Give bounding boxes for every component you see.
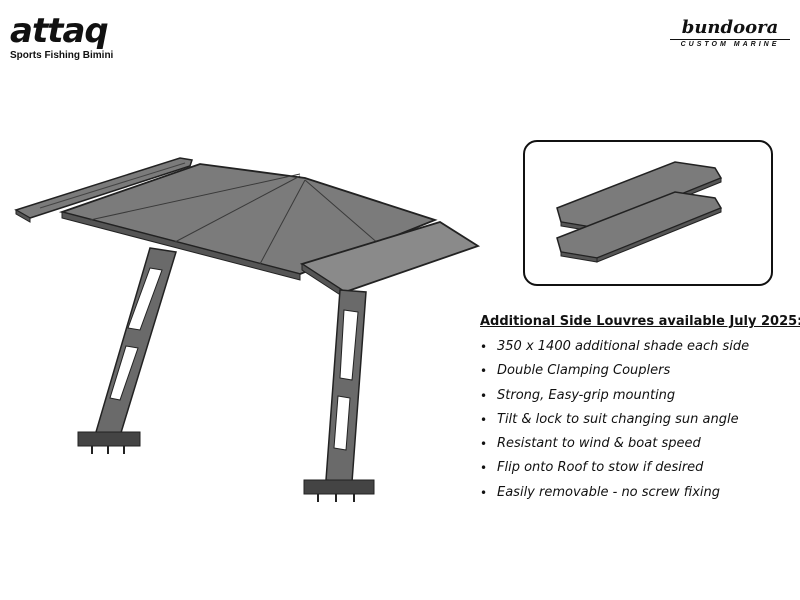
attaq-tagline: Sports Fishing Bimini bbox=[10, 50, 114, 61]
feature-item: •Resistant to wind & boat speed bbox=[480, 432, 795, 456]
bullet-icon: • bbox=[480, 340, 488, 354]
louvre-panel-bottom bbox=[556, 191, 723, 263]
feature-heading: Additional Side Louvres available July 2… bbox=[480, 314, 800, 329]
left-frame-leg bbox=[77, 247, 177, 454]
louvre-inset-panel bbox=[523, 140, 773, 286]
left-louvre bbox=[14, 157, 193, 223]
bundoora-wordmark: bundoora bbox=[681, 17, 779, 38]
bundoora-subtitle: CUSTOM MARINE bbox=[670, 39, 790, 48]
bullet-icon: • bbox=[480, 388, 488, 403]
right-louvre bbox=[299, 221, 481, 299]
feature-item: •Tilt & lock to suit changing sun angle bbox=[480, 408, 795, 432]
bullet-icon: • bbox=[480, 364, 488, 379]
feature-item: •Easily removable - no screw fixing bbox=[480, 481, 795, 505]
attaq-logo: attaq Sports Fishing Bimini bbox=[10, 14, 170, 61]
bullet-icon: • bbox=[480, 485, 488, 500]
feature-item: •Flip onto Roof to stow if desired bbox=[480, 456, 795, 480]
bullet-icon: • bbox=[480, 437, 488, 452]
feature-list: •350 x 1400 additional shade each side •… bbox=[480, 335, 795, 505]
feature-item: •350 x 1400 additional shade each side bbox=[480, 335, 795, 359]
feature-item: •Strong, Easy-grip mounting bbox=[480, 384, 795, 408]
side-louvres-illustration bbox=[556, 161, 723, 263]
attaq-wordmark: attaq bbox=[10, 11, 109, 51]
bimini-illustration bbox=[14, 157, 481, 502]
bullet-icon: • bbox=[480, 461, 488, 476]
feature-list-section: Additional Side Louvres available July 2… bbox=[480, 314, 800, 505]
bullet-icon: • bbox=[480, 412, 488, 427]
bimini-roof bbox=[58, 163, 438, 281]
bundoora-logo: bundoora CUSTOM MARINE bbox=[670, 18, 790, 48]
feature-item: •Double Clamping Couplers bbox=[480, 359, 795, 383]
right-frame-leg bbox=[303, 289, 375, 502]
